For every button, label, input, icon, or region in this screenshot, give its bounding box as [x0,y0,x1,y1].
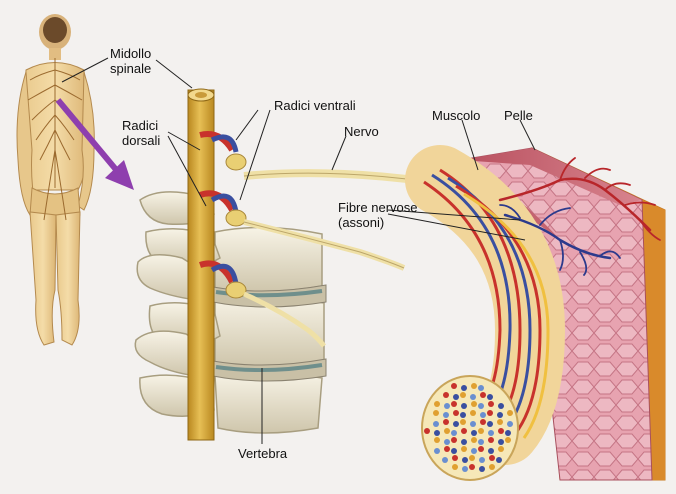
axon-dot [424,428,430,434]
axon-dot [498,403,504,409]
axon-dot [471,437,477,443]
axon-dot [444,403,450,409]
axon-dot [444,439,450,445]
axon-dot [461,439,467,445]
axon-dot [470,410,476,416]
axon-dot [480,412,486,418]
label-pelle: Pelle [504,108,533,123]
label-radici-dorsali-line1: Radici [122,118,160,133]
label-muscolo: Muscolo [432,108,480,123]
axon-dot [488,401,494,407]
axon-dot [478,403,484,409]
label-radici-ventrali: Radici ventrali [274,98,356,113]
axon-dot [479,457,485,463]
axon-dot [433,421,439,427]
axon-dot [471,401,477,407]
axon-dot [471,448,477,454]
axon-dot [497,419,503,425]
axon-dot [443,412,449,418]
axon-dot [460,412,466,418]
axon-dot [434,448,440,454]
axon-dot [433,410,439,416]
axon-dot [443,392,449,398]
axon-dot [434,401,440,407]
label-midollo-line1: Midollo [110,46,151,61]
axon-dot [480,419,486,425]
axon-dot [478,428,484,434]
axon-dot [462,457,468,463]
axon-dot [488,437,494,443]
vertebral-column [135,192,326,433]
axon-dot [478,385,484,391]
axon-dot [471,383,477,389]
axon-dot [452,455,458,461]
axon-dot [453,421,459,427]
label-midollo-spinale: Midollo spinale [110,46,151,76]
axon-dot [487,394,493,400]
axon-dot [442,457,448,463]
label-midollo-line2: spinale [110,61,151,76]
label-nervo: Nervo [344,124,379,139]
axon-dot [507,410,513,416]
axon-dot [469,455,475,461]
axon-dot [487,421,493,427]
axon-dot [453,410,459,416]
axon-dot [461,428,467,434]
bundle-cross-section [422,376,518,480]
axon-dot [498,428,504,434]
axon-dot [460,392,466,398]
axon-dot [451,383,457,389]
axon-dot [451,437,457,443]
axon-dot [461,446,467,452]
axon-dot [461,385,467,391]
axon-dot [462,466,468,472]
axon-dot [478,439,484,445]
axon-dot [443,419,449,425]
axon-dot [451,430,457,436]
axon-dot [461,403,467,409]
axon-dot [471,430,477,436]
axon-dot [453,394,459,400]
axon-dot [505,430,511,436]
axon-dot [498,446,504,452]
label-fibre-line2: (assoni) [338,215,417,230]
axon-dot [479,466,485,472]
axon-dot [434,437,440,443]
axon-dot [489,464,495,470]
axon-dot [487,410,493,416]
axon-dot [444,446,450,452]
axon-dot [489,455,495,461]
axon-dot [478,446,484,452]
axon-dot [480,392,486,398]
axon-dot [460,419,466,425]
axon-dot [451,401,457,407]
label-fibre-line1: Fibre nervose [338,200,417,215]
axon-dot [434,430,440,436]
axon-dot [488,430,494,436]
axon-dot [470,421,476,427]
axon-dot [488,448,494,454]
axon-dot [497,412,503,418]
human-figure [17,14,94,345]
axon-dot [444,428,450,434]
axon-dot [451,448,457,454]
label-vertebra: Vertebra [238,446,287,461]
axon-dot [470,394,476,400]
label-fibre-nervose: Fibre nervose (assoni) [338,200,417,230]
axon-dot [505,437,511,443]
axon-dot [452,464,458,470]
label-radici-dorsali-line2: dorsali [122,133,160,148]
axon-dot [496,457,502,463]
label-radici-dorsali: Radici dorsali [122,118,160,148]
axon-dot [469,464,475,470]
axon-dot [498,439,504,445]
axon-dot [507,421,513,427]
